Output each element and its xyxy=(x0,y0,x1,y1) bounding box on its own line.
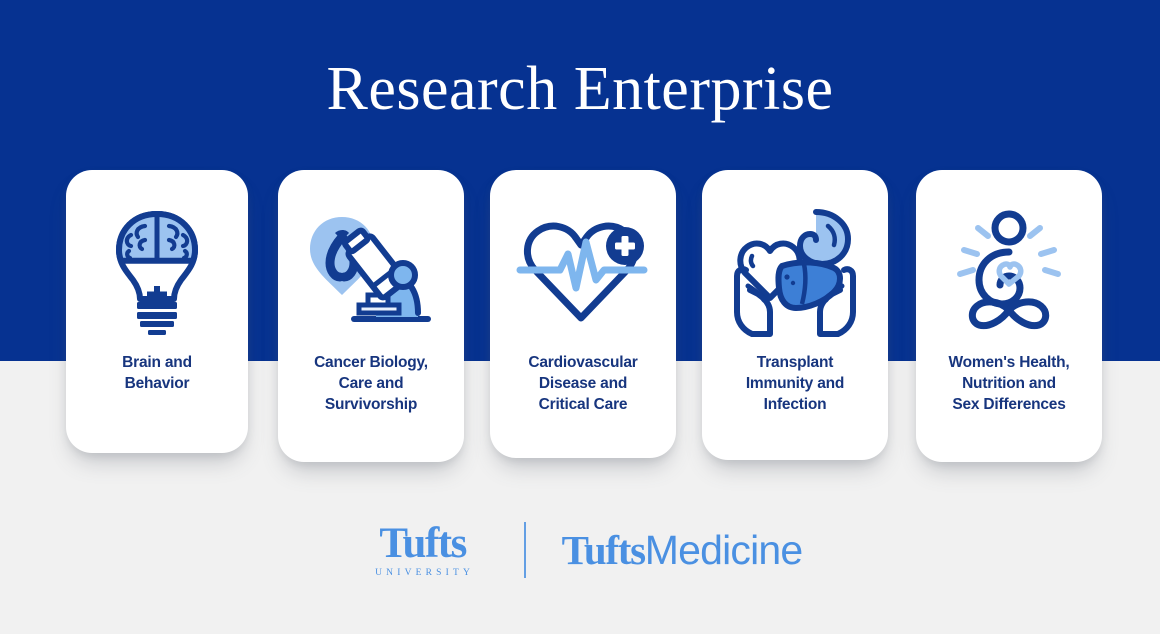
research-areas-card-row: Brain and Behavior xyxy=(0,170,1160,470)
tufts-university-wordmark: Tufts xyxy=(379,519,467,567)
card-cardiovascular-disease-and-critical-care[interactable]: Cardiovascular Disease and Critical Care xyxy=(490,170,676,458)
brain-lightbulb-icon xyxy=(107,196,207,346)
card-label: Women's Health, Nutrition and Sex Differ… xyxy=(948,354,1070,413)
card-label: Brain and Behavior xyxy=(122,354,192,392)
tufts-university-logo: Tufts UNIVERSITY xyxy=(358,519,488,579)
hands-organs-icon xyxy=(730,196,860,346)
card-transplant-immunity-and-infection[interactable]: Transplant Immunity and Infection xyxy=(702,170,888,460)
card-label: Cardiovascular Disease and Critical Care xyxy=(528,354,638,413)
tufts-medicine-wordmark-bold: Tufts xyxy=(561,527,646,573)
ribbon-microscope-icon xyxy=(306,196,436,346)
tufts-medicine-logo: Tufts Medicine xyxy=(561,527,804,573)
page-title: Research Enterprise xyxy=(326,55,834,123)
card-label: Cancer Biology, Care and Survivorship xyxy=(314,354,428,413)
tufts-university-subtext: UNIVERSITY xyxy=(375,567,475,578)
card-cancer-biology-care-and-survivorship[interactable]: Cancer Biology, Care and Survivorship xyxy=(278,170,464,462)
logo-divider xyxy=(523,522,526,578)
tufts-medicine-wordmark-light: Medicine xyxy=(644,527,803,573)
heart-ekg-plus-icon xyxy=(516,196,651,346)
card-label: Transplant Immunity and Infection xyxy=(745,354,845,413)
card-brain-and-behavior[interactable]: Brain and Behavior xyxy=(66,170,248,453)
meditating-figure-heart-icon xyxy=(944,196,1074,346)
logo-bar: Tufts UNIVERSITY Tufts Medicine xyxy=(0,514,1160,586)
card-womens-health-nutrition-and-sex-differences[interactable]: Women's Health, Nutrition and Sex Differ… xyxy=(916,170,1102,462)
